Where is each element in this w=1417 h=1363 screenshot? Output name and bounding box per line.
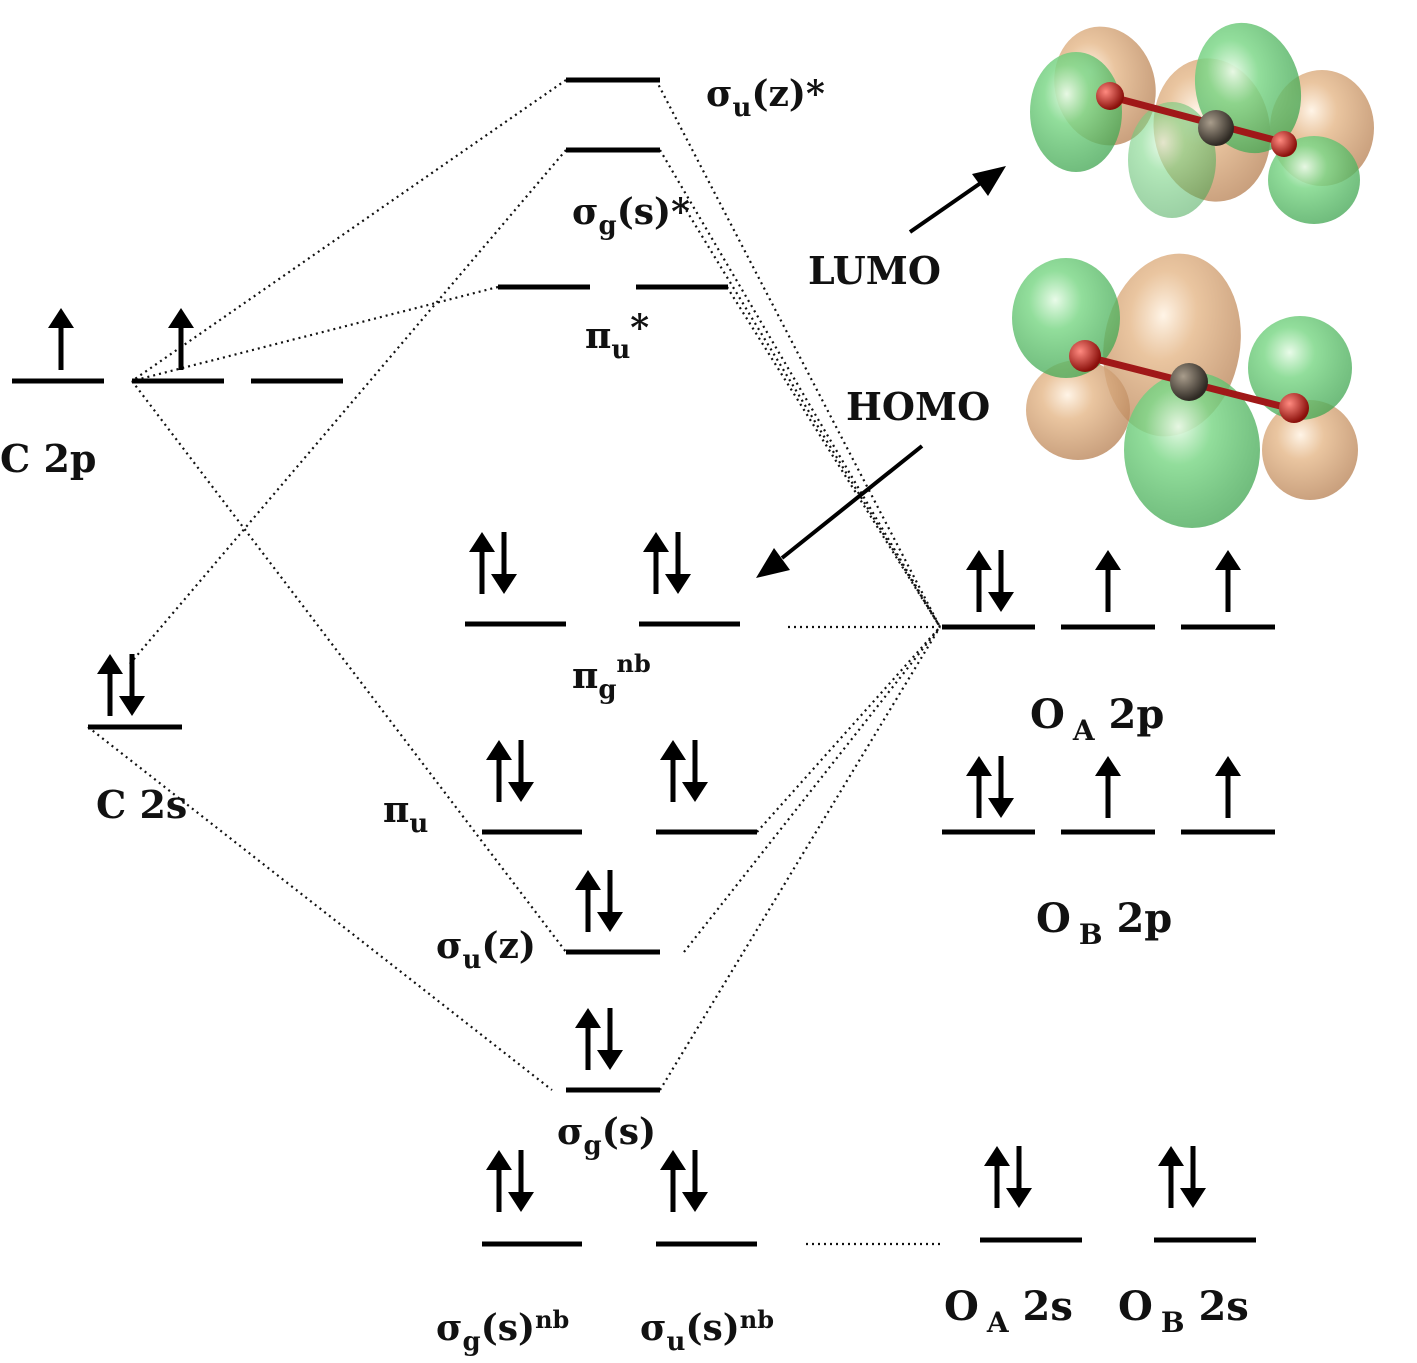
pi-u-pair-2-up-arrow bbox=[660, 740, 686, 802]
label-sigma-gs-nb: σg(s)nb bbox=[436, 1305, 569, 1357]
ob2p-single-1-arrow bbox=[1095, 756, 1121, 818]
ob2p-pair-up-arrow bbox=[966, 756, 992, 818]
label-pi-u: πu bbox=[383, 789, 428, 839]
electrons bbox=[48, 308, 1241, 1212]
label-pi-u-star: πu* bbox=[585, 307, 649, 365]
label-homo: HOMO bbox=[846, 384, 990, 429]
ob2p-pair-down-arrow bbox=[988, 756, 1014, 818]
label-c2s: C 2s bbox=[96, 782, 187, 827]
oa2p-single-1-arrow bbox=[1095, 550, 1121, 612]
ob2s-pair-down-arrow bbox=[1180, 1146, 1206, 1208]
oa2p-pair-up-arrow bbox=[966, 550, 992, 612]
label-lumo: LUMO bbox=[808, 248, 941, 293]
sigma-uz-pair-up-arrow bbox=[575, 870, 601, 932]
correlation-lines bbox=[87, 79, 944, 1246]
label-sigma-gs: σg(s) bbox=[557, 1111, 656, 1161]
pi-g-nb-pair-2-up-arrow bbox=[643, 532, 669, 594]
lumo-pointer-arrow bbox=[908, 178, 987, 234]
ob2p-single-2-arrow bbox=[1215, 756, 1241, 818]
energy-levels bbox=[12, 77, 1275, 1247]
pi-g-nb-pair-2-down-arrow bbox=[665, 532, 691, 594]
label-sigma-uz-star: σu(z)* bbox=[706, 73, 825, 123]
sigma-gs-nb-pair-down-arrow bbox=[508, 1150, 534, 1212]
oa2p-pair-down-arrow bbox=[988, 550, 1014, 612]
sigma-gs-pair-down-arrow bbox=[597, 1008, 623, 1070]
sigma-gs-nb-pair-up-arrow bbox=[486, 1150, 512, 1212]
label-sigma-uz: σu(z) bbox=[436, 925, 536, 975]
label-pi-g-nb: πgnb bbox=[572, 649, 651, 705]
sigma-gs-pair-up-arrow bbox=[575, 1008, 601, 1070]
c2p-electron-1-arrow bbox=[48, 308, 74, 370]
oa2s-pair-up-arrow bbox=[984, 1146, 1010, 1208]
orbital-labels: C 2p C 2s σu(z)* σg(s)* πu* πgnb πu σu(z… bbox=[0, 73, 1249, 1357]
homo-pointer-arrow bbox=[780, 444, 924, 560]
c2s-pair-down-arrow bbox=[119, 654, 145, 716]
homo-orbital-render bbox=[1012, 253, 1358, 528]
homo-pointer-arrowhead bbox=[756, 548, 790, 578]
lumo-pointer-arrowhead bbox=[972, 166, 1006, 196]
ob2s-pair-up-arrow bbox=[1158, 1146, 1184, 1208]
sigma-us-nb-pair-down-arrow bbox=[682, 1150, 708, 1212]
sigma-us-nb-pair-up-arrow bbox=[660, 1150, 686, 1212]
label-sigma-gs-star: σg(s)* bbox=[572, 191, 690, 241]
label-c2p: C 2p bbox=[0, 436, 96, 481]
pi-u-pair-2-down-arrow bbox=[682, 740, 708, 802]
lumo-orbital-render bbox=[1030, 22, 1374, 224]
sigma-uz-pair-down-arrow bbox=[597, 870, 623, 932]
label-sigma-us-nb: σu(s)nb bbox=[640, 1305, 774, 1357]
c2s-pair-up-arrow bbox=[97, 654, 123, 716]
oa2s-pair-down-arrow bbox=[1006, 1146, 1032, 1208]
frontier-pointers: LUMO HOMO bbox=[756, 166, 1006, 578]
c2p-electron-2-arrow bbox=[168, 308, 194, 370]
oa2p-single-2-arrow bbox=[1215, 550, 1241, 612]
pi-u-pair-1-up-arrow bbox=[486, 740, 512, 802]
pi-g-nb-pair-1-up-arrow bbox=[469, 532, 495, 594]
pi-u-pair-1-down-arrow bbox=[508, 740, 534, 802]
pi-g-nb-pair-1-down-arrow bbox=[491, 532, 517, 594]
